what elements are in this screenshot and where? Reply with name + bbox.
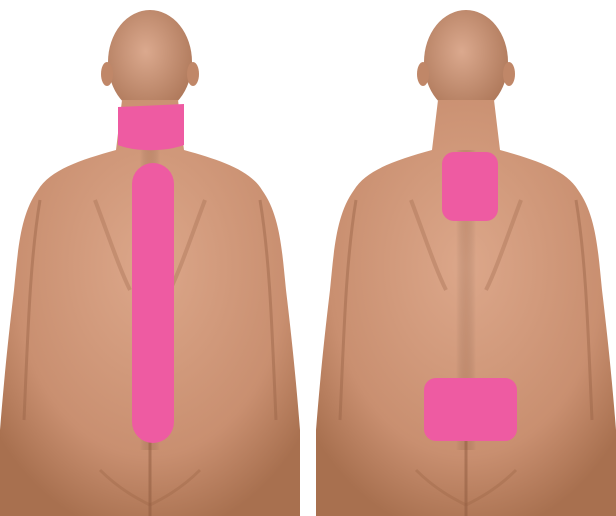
spine-highlight-panel bbox=[0, 0, 300, 516]
neck-band-highlight bbox=[118, 104, 184, 150]
spine-strip-highlight bbox=[132, 163, 174, 443]
upper-back-patch-highlight bbox=[442, 152, 498, 221]
back-figure-right bbox=[316, 0, 616, 516]
back-figure-left bbox=[0, 0, 300, 516]
regional-highlight-panel bbox=[316, 0, 616, 516]
lower-back-patch-highlight bbox=[424, 378, 517, 441]
